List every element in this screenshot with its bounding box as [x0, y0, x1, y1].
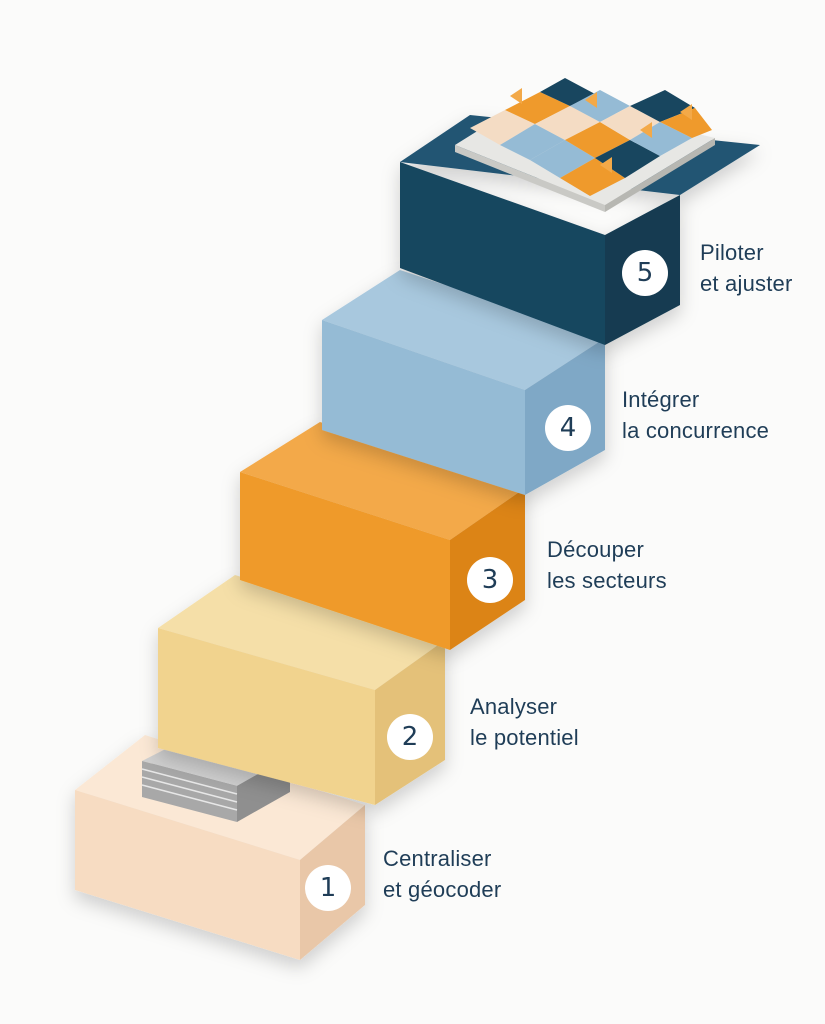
step-3-label: Découper les secteurs — [547, 534, 667, 596]
step-4-badge: 4 — [545, 405, 591, 451]
step-1-label: Centraliser et géocoder — [383, 843, 501, 905]
step-5-label-line1: Piloter — [700, 240, 764, 265]
step-1-label-line1: Centraliser — [383, 846, 492, 871]
step-5-badge: 5 — [622, 250, 668, 296]
step-3-number: 3 — [482, 565, 499, 595]
step-1-label-line2: et géocoder — [383, 877, 502, 902]
step-2-number: 2 — [402, 722, 419, 752]
step-4-label-line1: Intégrer — [622, 387, 700, 412]
step-3-badge: 3 — [467, 557, 513, 603]
step-2-block — [158, 575, 445, 805]
step-1-number: 1 — [320, 873, 337, 903]
step-2-label-line1: Analyser — [470, 694, 558, 719]
step-2-label: Analyser le potentiel — [470, 691, 579, 753]
step-4-block — [322, 270, 605, 495]
step-5-number: 5 — [637, 258, 654, 288]
step-4-number: 4 — [560, 413, 577, 443]
step-3-label-line1: Découper — [547, 537, 644, 562]
step-3-label-line2: les secteurs — [547, 568, 667, 593]
step-4-label: Intégrer la concurrence — [622, 384, 769, 446]
step-2-badge: 2 — [387, 714, 433, 760]
map-board-icon — [455, 78, 715, 212]
step-5-label-line2: et ajuster — [700, 271, 793, 296]
step-2-label-line2: le potentiel — [470, 725, 579, 750]
step-5-label: Piloter et ajuster — [700, 237, 793, 299]
step-1-badge: 1 — [305, 865, 351, 911]
step-4-label-line2: la concurrence — [622, 418, 770, 443]
